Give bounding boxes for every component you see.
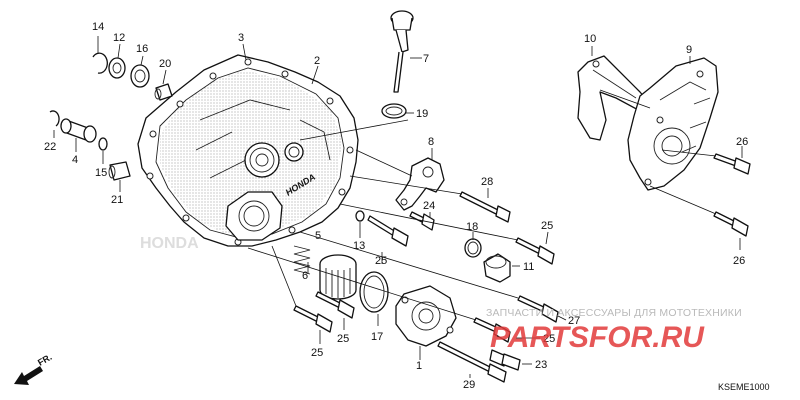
diagram-code: KSEME1000	[718, 382, 770, 392]
callout-22: 22	[44, 141, 56, 153]
callout-4: 4	[72, 154, 78, 166]
washer-12	[108, 57, 126, 79]
callout-1: 1	[416, 360, 422, 372]
callout-12: 12	[113, 32, 125, 44]
callout-numbers: 14 12 16 20 3 2 7 19 10 9 22 4 15 21 8 2…	[44, 21, 748, 391]
callout-10: 10	[584, 33, 596, 45]
bolt-26-b	[713, 211, 749, 237]
o-ring-18	[464, 238, 482, 258]
front-label: FR.	[36, 352, 54, 368]
bolt-29	[437, 341, 507, 383]
callout-19: 19	[416, 108, 428, 120]
callout-2: 2	[314, 55, 320, 67]
watermark-tagline: ЗАПЧАСТИ И АКСЕССУАРЫ ДЛЯ МОТОТЕХНИКИ	[486, 307, 742, 319]
callout-7: 7	[423, 53, 429, 65]
o-ring-19	[381, 103, 407, 119]
callout-13: 13	[353, 240, 365, 252]
ghost-brand-mark: HONDA	[140, 235, 199, 252]
callout-25-e: 25	[543, 333, 555, 345]
bolt-25-d	[473, 317, 511, 343]
callout-6: 6	[302, 270, 308, 282]
callout-14: 14	[92, 21, 104, 33]
front-direction-arrow: FR.	[14, 352, 54, 385]
bolt-25-a	[515, 237, 555, 265]
bolt-25-b	[315, 291, 355, 319]
o-ring-17	[359, 271, 389, 313]
callout-8: 8	[428, 136, 434, 148]
callout-26-b: 26	[733, 255, 745, 267]
oil-filter-cover-1	[395, 285, 457, 347]
clip-22	[49, 110, 60, 127]
callout-27: 27	[568, 315, 580, 327]
bracket-8	[395, 157, 445, 211]
bolt-23	[489, 349, 521, 371]
callout-11: 11	[523, 261, 534, 273]
callout-25-b: 25	[375, 255, 387, 267]
bolt-26-a	[713, 153, 751, 175]
callout-29: 29	[463, 379, 475, 391]
callout-25-c: 25	[337, 333, 349, 345]
bolt-13	[367, 215, 409, 247]
callout-28: 28	[481, 176, 493, 188]
callout-5: 5	[315, 230, 321, 242]
callout-24: 24	[423, 200, 435, 212]
callout-16: 16	[136, 43, 148, 55]
oil-seal-16	[130, 64, 150, 88]
watermark-site: PARTSFOR.RU	[490, 321, 705, 354]
watermark: ЗАПЧАСТИ И АКСЕССУАРЫ ДЛЯ МОТОТЕХНИКИ PA…	[486, 307, 742, 354]
clutch-cover: HONDA	[137, 54, 359, 247]
callout-21: 21	[111, 194, 123, 206]
oil-filter-5	[319, 254, 357, 300]
leader-lines	[53, 36, 743, 378]
bolt-25-c	[293, 305, 333, 333]
pin-20	[154, 83, 173, 101]
spring-6	[293, 245, 311, 275]
callout-9: 9	[686, 44, 692, 56]
snap-ring-14	[92, 52, 108, 74]
callout-18: 18	[466, 221, 478, 233]
callout-25-a: 25	[541, 220, 553, 232]
callout-20: 20	[159, 58, 171, 70]
o-ring-15	[98, 137, 108, 151]
bolt-27	[517, 295, 559, 323]
callout-26-a: 26	[736, 136, 748, 148]
callout-23: 23	[535, 359, 547, 371]
shaft-4	[60, 118, 97, 143]
callout-3: 3	[238, 32, 244, 44]
callout-25-d: 25	[311, 347, 323, 359]
dowel-21	[108, 161, 131, 181]
oil-dipstick-7	[390, 10, 414, 93]
bolt-28	[459, 191, 511, 223]
callout-17: 17	[371, 331, 383, 343]
plug-11	[483, 253, 511, 283]
callout-15: 15	[95, 167, 107, 179]
washer-13	[355, 210, 365, 222]
sprocket-cover-9	[627, 57, 719, 191]
